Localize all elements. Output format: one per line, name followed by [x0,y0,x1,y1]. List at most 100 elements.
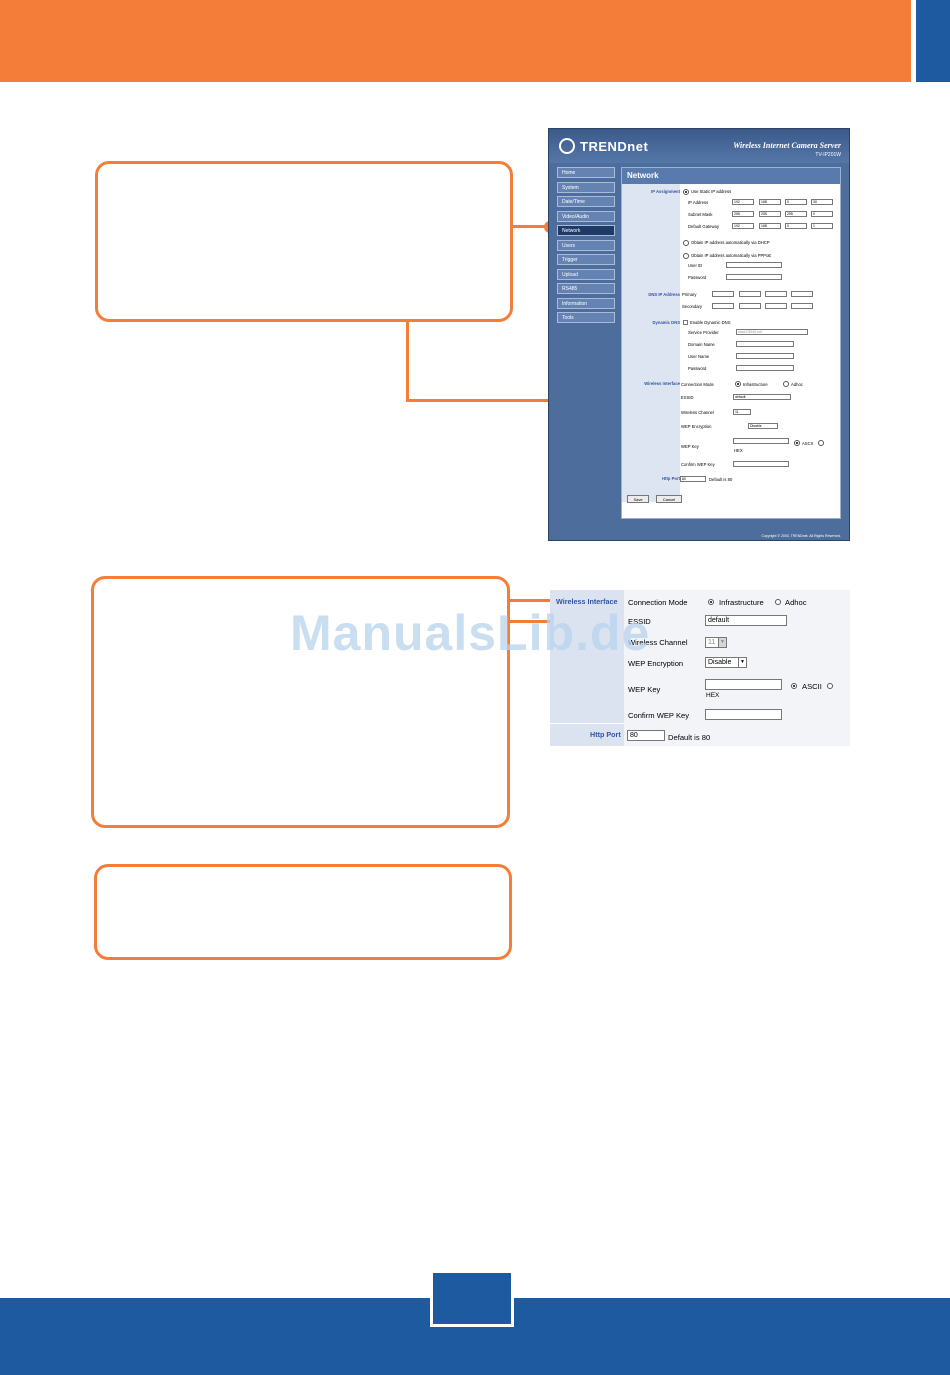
zoom-confirm-wep-key-input[interactable] [705,709,782,720]
zoom-confirm-wep-key-label: Confirm WEP Key [628,711,690,720]
menu-trigger[interactable]: Trigger [557,254,615,265]
page-number-box [430,1270,514,1327]
ddns-user-input[interactable] [736,353,794,359]
dns-secondary-4[interactable] [791,303,813,309]
service-provider-label: Service Provider [688,330,719,335]
menu-network[interactable]: Network [557,225,615,236]
gw-octet-3[interactable]: 0 [785,223,807,229]
zoom-wep-key-label: WEP Key [628,685,661,694]
zoom-infrastructure-radio[interactable] [708,599,714,605]
hex-label: HEX [734,448,743,453]
wep-encryption-select[interactable]: Disable [748,423,778,429]
static-ip-label: Use Static IP address [691,189,732,194]
dns-secondary-3[interactable] [765,303,787,309]
hex-radio[interactable] [818,440,824,446]
gateway-label: Default Gateway [688,224,719,229]
dns-primary-2[interactable] [739,291,761,297]
static-ip-radio[interactable] [683,189,689,195]
zoom-wireless-channel-select[interactable]: 11▼ [705,637,727,648]
pppoe-password-input[interactable] [726,274,782,280]
network-settings-screenshot: TRENDnet Wireless Internet Camera Server… [548,128,850,541]
zoom-wep-value: Disable [708,659,732,666]
service-provider-select[interactable]: www.DDNS.net [736,329,808,335]
model-number: TV-IP201W [815,152,841,158]
ip-octet-3[interactable]: 0 [785,199,807,205]
pppoe-password-label: Password [688,275,707,280]
gw-octet-1[interactable]: 192 [732,223,754,229]
zoom-connection-mode-label: Connection Mode [628,598,688,607]
header-bar [0,0,911,82]
menu-tools[interactable]: Tools [557,312,615,323]
dns-primary-3[interactable] [765,291,787,297]
wep-key-input[interactable] [733,438,789,444]
gw-octet-2[interactable]: 168 [759,223,781,229]
dns-primary-4[interactable] [791,291,813,297]
dns-primary-1[interactable] [712,291,734,297]
menu-home[interactable]: Home [557,167,615,178]
adhoc-radio[interactable] [783,381,789,387]
wireless-interface-zoom: Wireless Interface Connection Mode Infra… [550,590,850,746]
confirm-wep-key-input[interactable] [733,461,789,467]
save-button[interactable]: Save [627,495,649,503]
mask-octet-3[interactable]: 255 [785,211,807,217]
zoom-wireless-channel-label: Wireless Channel [628,638,688,647]
ddns-enable-checkbox[interactable] [683,320,688,325]
dns-secondary-2[interactable] [739,303,761,309]
ascii-radio[interactable] [794,440,800,446]
dropdown-arrow-icon: ▼ [718,638,726,647]
ddns-password-label: Password [688,366,707,371]
zoom-http-port-note: Default is 80 [668,733,711,742]
menu-system[interactable]: System [557,181,615,193]
zoom-http-port-input[interactable]: 80 [627,730,665,741]
dhcp-radio[interactable] [683,240,689,246]
user-id-label: User ID [688,263,703,268]
callout-box-1 [95,161,513,322]
ddns-password-input[interactable] [736,365,794,371]
panel-title: Network [622,168,840,184]
wireless-channel-select[interactable]: 11 [733,409,751,415]
menu-date-time[interactable]: Date/Time [557,196,615,207]
mask-octet-4[interactable]: 0 [811,211,833,217]
zoom-hex-radio[interactable] [827,683,833,689]
menu-video-audio[interactable]: Video/Audio [557,210,615,222]
zoom-essid-input[interactable]: default [705,615,787,626]
mask-octet-1[interactable]: 255 [732,211,754,217]
menu-rs485[interactable]: RS485 [557,283,615,294]
zoom-wep-encryption-select[interactable]: Disable ▼ [705,657,747,668]
domain-name-label: Domain Name [688,342,715,347]
zoom-separator [550,723,624,724]
menu-upload[interactable]: Upload [557,268,615,280]
pppoe-user-id-input[interactable] [726,262,782,268]
dns-section-label: DNS IP Address [648,292,680,297]
infrastructure-radio[interactable] [735,381,741,387]
menu-information[interactable]: Information [557,297,615,309]
trendnet-logo-icon [559,138,575,154]
gw-octet-4[interactable]: 1 [811,223,833,229]
domain-name-input[interactable] [736,341,794,347]
ddns-section-label: Dynamic DNS [652,320,680,325]
essid-label: ESSID [681,395,694,400]
zoom-ascii-label: ASCII [802,682,822,691]
ip-octet-2[interactable]: 168 [759,199,781,205]
ip-octet-4[interactable]: 30 [811,199,833,205]
zoom-adhoc-radio[interactable] [775,599,781,605]
pppoe-radio[interactable] [683,253,689,259]
dns-secondary-1[interactable] [712,303,734,309]
connector-line [406,399,642,402]
essid-input[interactable]: default [733,394,791,400]
mask-octet-2[interactable]: 255 [759,211,781,217]
ip-octet-1[interactable]: 192 [732,199,754,205]
zoom-wep-key-input[interactable] [705,679,782,690]
menu-users[interactable]: Users [557,239,615,251]
cancel-button[interactable]: Cancel [656,495,682,503]
http-port-input[interactable]: 80 [680,476,706,482]
connection-mode-label: Connection Mode [681,382,714,387]
camera-header: TRENDnet Wireless Internet Camera Server… [549,129,849,163]
header-side-tab [916,0,950,82]
pppoe-label: Obtain IP address automatically via PPPo… [691,253,772,258]
zoom-ascii-radio[interactable] [791,683,797,689]
dropdown-arrow-icon: ▼ [738,658,746,667]
wep-key-label: WEP Key [681,444,699,449]
dns-primary-label: Primary [682,292,697,297]
copyright-text: Copyright © 2003, TRENDnet. All Rights R… [761,534,841,538]
